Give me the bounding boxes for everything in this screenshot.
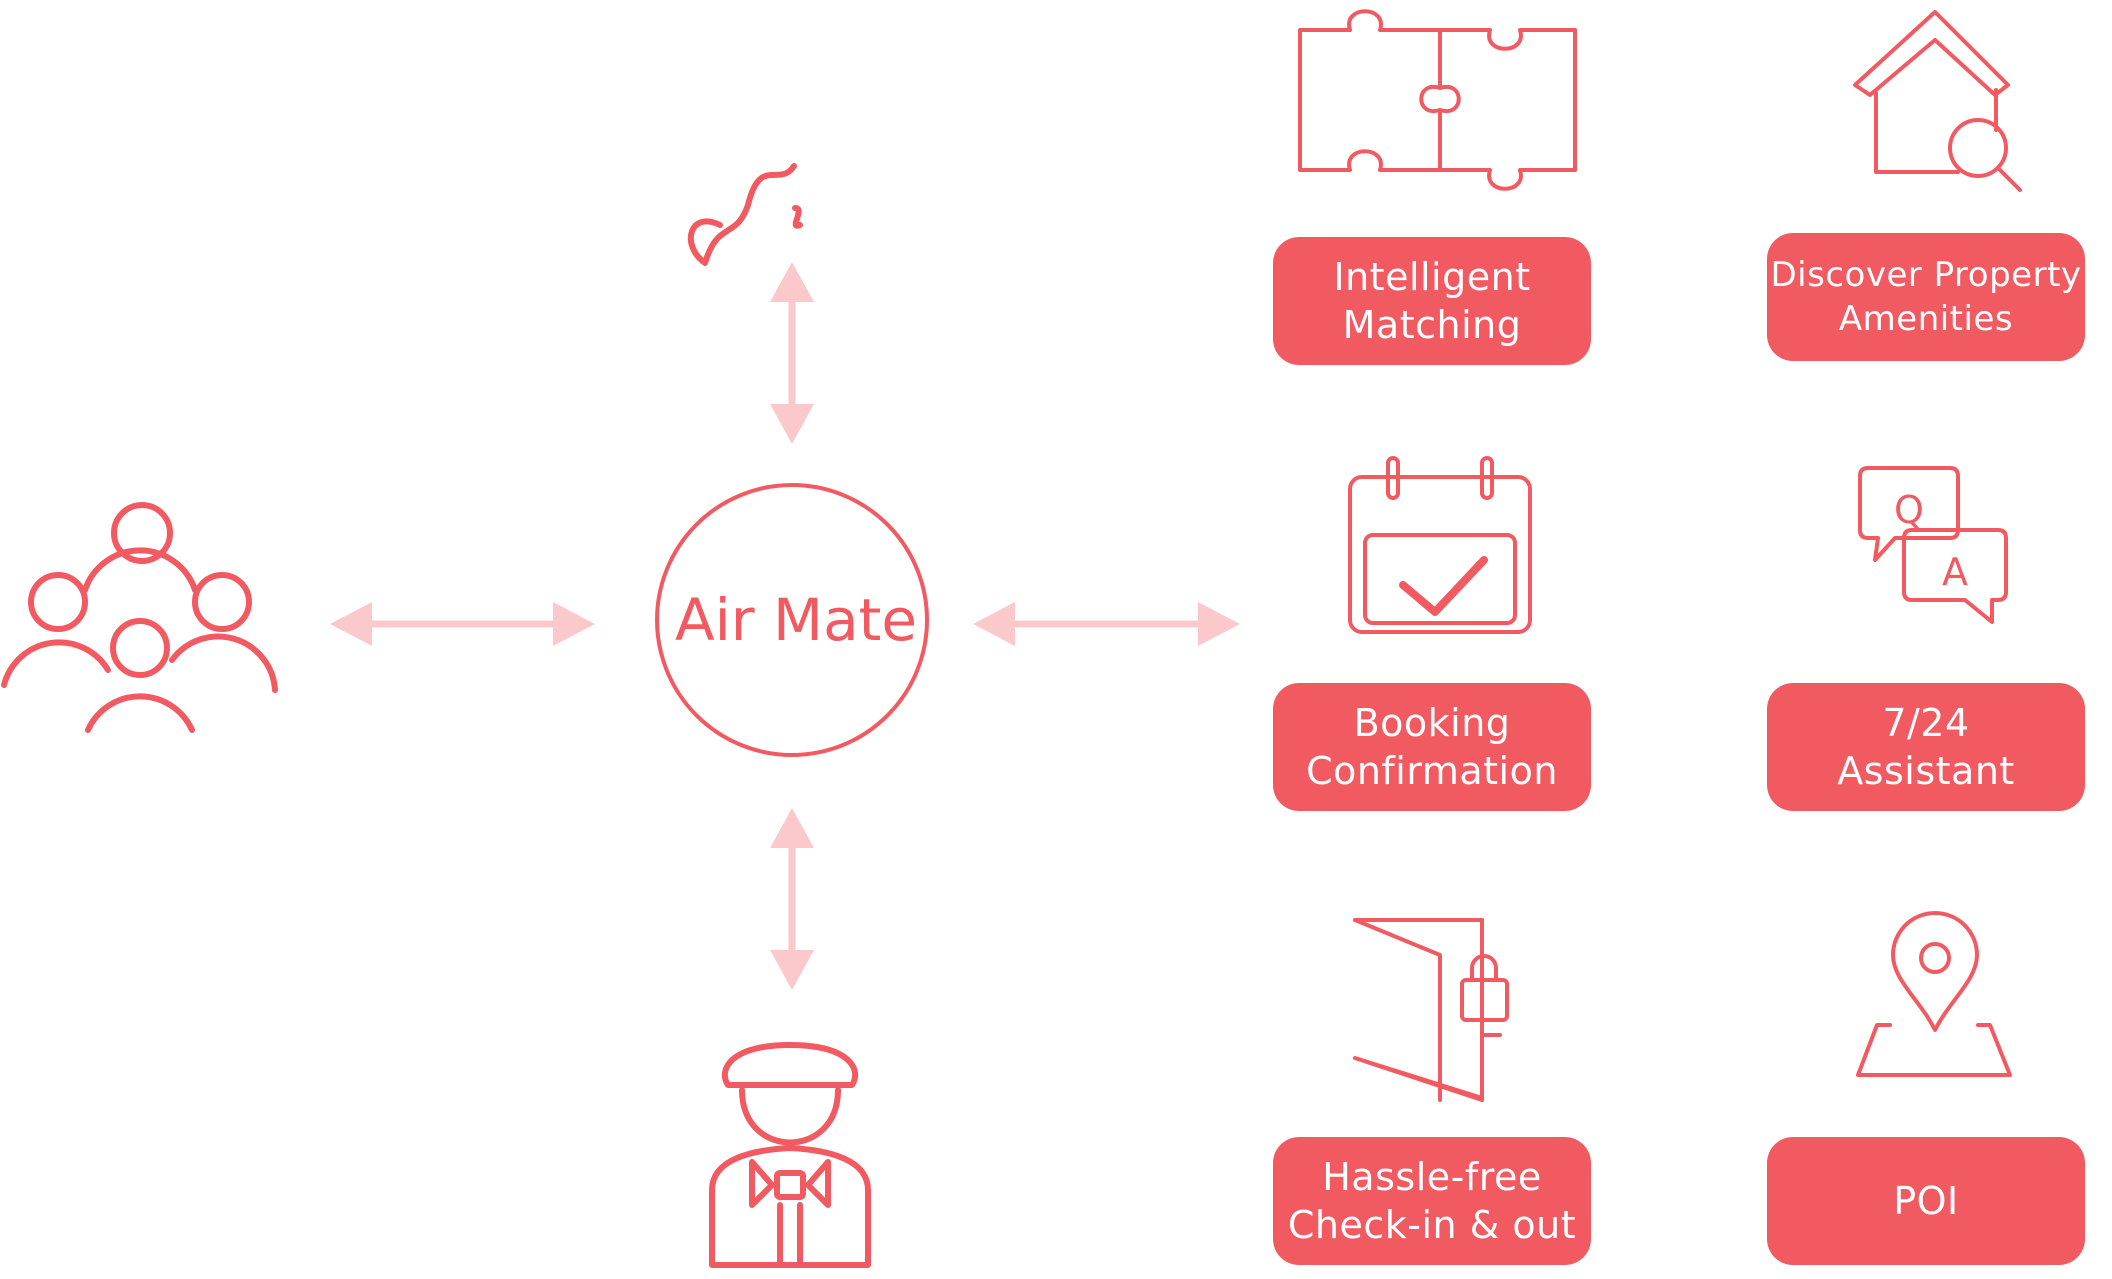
feature-label-line2: Assistant bbox=[1837, 749, 2015, 793]
feature-poi: POI bbox=[1767, 1137, 2085, 1265]
map-pin-icon bbox=[1856, 911, 2012, 1077]
host-concierge-icon bbox=[709, 1042, 871, 1268]
feature-assistant: 7/24 Assistant bbox=[1767, 683, 2085, 811]
feature-discover-amenities: Discover Property Amenities bbox=[1767, 233, 2085, 361]
feature-booking-confirmation: Booking Confirmation bbox=[1273, 683, 1591, 811]
feature-label-line2: Amenities bbox=[1838, 299, 2014, 339]
arrow-center-host bbox=[770, 808, 814, 990]
feature-label-line1: POI bbox=[1893, 1179, 1959, 1223]
arrow-travelers-center bbox=[330, 602, 595, 646]
qa-q-letter: Q bbox=[1894, 488, 1924, 532]
arrow-airbnb-center bbox=[770, 262, 814, 444]
feature-label-line2: Matching bbox=[1342, 303, 1522, 347]
house-search-icon bbox=[1853, 10, 2022, 192]
feature-label-line1: Hassle-free bbox=[1322, 1155, 1542, 1199]
people-group-icon bbox=[1, 502, 278, 733]
arrow-center-features bbox=[973, 602, 1240, 646]
center-label: Air Mate bbox=[675, 586, 917, 654]
qa-a-letter: A bbox=[1942, 550, 1968, 594]
feature-label-line1: Discover Property bbox=[1770, 255, 2082, 295]
feature-label-line1: 7/24 bbox=[1882, 701, 1970, 745]
feature-hassle-free-checkin: Hassle-free Check-in & out bbox=[1273, 1137, 1591, 1265]
center-circle bbox=[655, 483, 929, 757]
feature-intelligent-matching: Intelligent Matching bbox=[1273, 237, 1591, 365]
door-lock-icon bbox=[1353, 918, 1509, 1102]
airbnb-logo-icon bbox=[687, 163, 803, 266]
feature-label-line2: Check-in & out bbox=[1287, 1203, 1577, 1247]
puzzle-icon bbox=[1298, 9, 1577, 191]
feature-label-line1: Booking bbox=[1353, 701, 1511, 745]
feature-label-line2: Confirmation bbox=[1306, 749, 1558, 793]
calendar-check-icon bbox=[1348, 456, 1532, 634]
qa-chat-icon: Q A bbox=[1858, 466, 2008, 624]
feature-label-line1: Intelligent bbox=[1333, 255, 1531, 299]
